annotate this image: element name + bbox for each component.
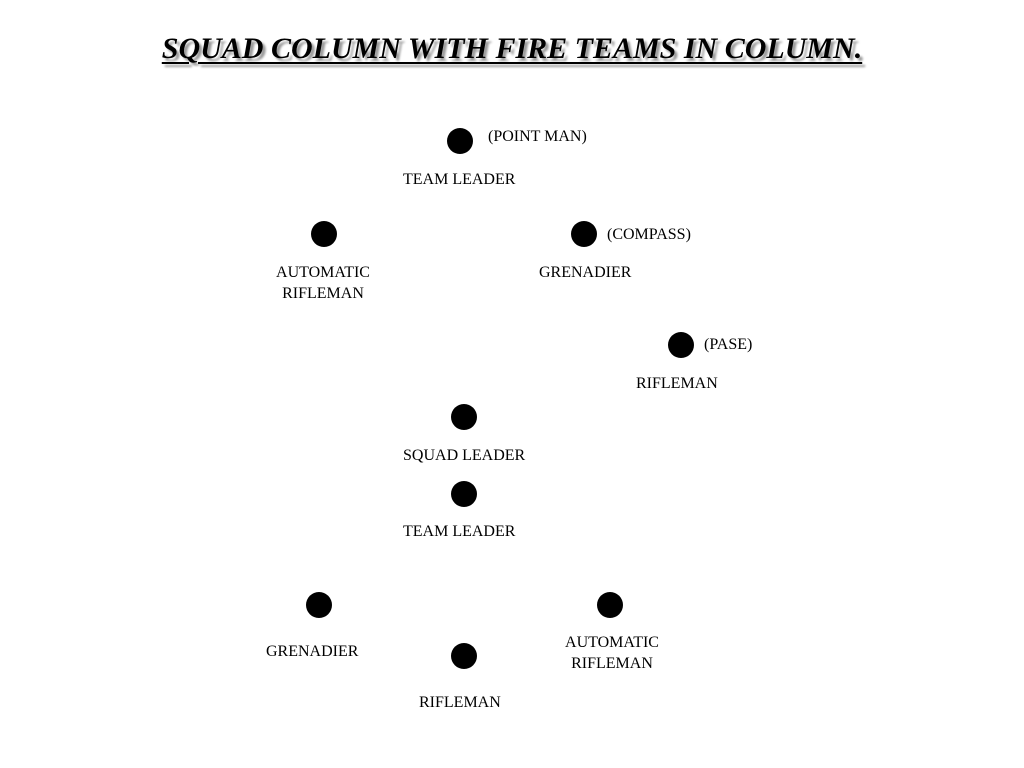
ft2-automatic-rifleman-label-line2: RIFLEMAN bbox=[571, 655, 653, 672]
ft1-automatic-rifleman-marker bbox=[311, 221, 337, 247]
ft2-grenadier-marker bbox=[306, 592, 332, 618]
ft2-rifleman-label: RIFLEMAN bbox=[419, 694, 501, 711]
ft2-automatic-rifleman-marker bbox=[597, 592, 623, 618]
ft1-team-leader-label: TEAM LEADER bbox=[403, 171, 516, 188]
ft1-rifleman-label: RIFLEMAN bbox=[636, 375, 718, 392]
squad-leader-marker bbox=[451, 404, 477, 430]
ft1-team-leader-note: (POINT MAN) bbox=[488, 128, 587, 145]
ft1-team-leader-marker bbox=[447, 128, 473, 154]
diagram-title: SQUAD COLUMN WITH FIRE TEAMS IN COLUMN. bbox=[161, 32, 863, 65]
ft1-automatic-rifleman-label-line2: RIFLEMAN bbox=[282, 285, 364, 302]
ft2-team-leader-label: TEAM LEADER bbox=[403, 523, 516, 540]
ft1-automatic-rifleman-label-line1: AUTOMATIC bbox=[276, 264, 370, 281]
squad-leader-label: SQUAD LEADER bbox=[403, 447, 526, 464]
ft1-grenadier-label: GRENADIER bbox=[539, 264, 632, 281]
ft1-rifleman-note: (PASE) bbox=[704, 336, 753, 353]
ft1-rifleman-marker bbox=[668, 332, 694, 358]
ft2-grenadier-label: GRENADIER bbox=[266, 643, 359, 660]
ft2-rifleman-marker bbox=[451, 643, 477, 669]
ft1-grenadier-marker bbox=[571, 221, 597, 247]
ft1-grenadier-note: (COMPASS) bbox=[607, 226, 691, 243]
ft2-team-leader-marker bbox=[451, 481, 477, 507]
ft2-automatic-rifleman-label-line1: AUTOMATIC bbox=[565, 634, 659, 651]
